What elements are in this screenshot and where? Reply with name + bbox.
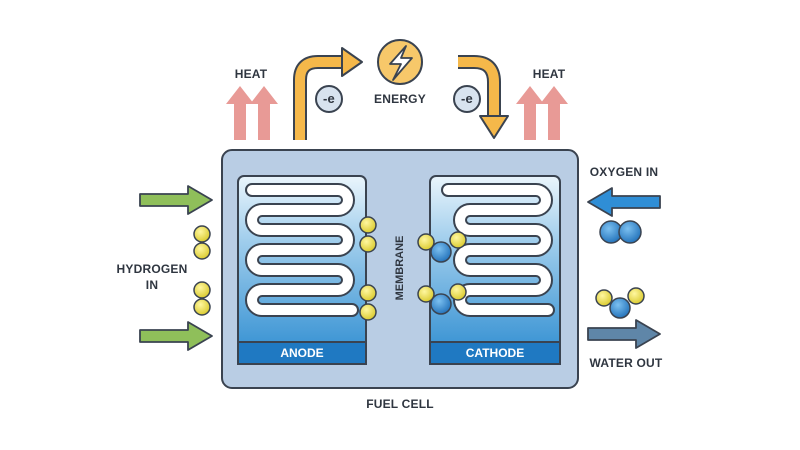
hydrogen-in-arrow-top xyxy=(139,185,213,215)
water-molecule-icon xyxy=(595,287,645,319)
oxygen-in-arrow xyxy=(587,187,661,217)
cathode-molecules xyxy=(417,231,467,315)
electron-right-label: -e xyxy=(461,91,473,106)
hydrogen-in-label-line1: HYDROGEN xyxy=(116,262,188,276)
cathode-label: CATHODE xyxy=(465,346,525,360)
heat-arrow-icon xyxy=(226,86,278,140)
membrane-label: MEMBRANE xyxy=(394,235,406,301)
heat-right-label: HEAT xyxy=(532,67,566,81)
electron-left-label: -e xyxy=(323,91,335,106)
energy-arrowhead-left xyxy=(341,47,363,77)
anode-hydrogen-atoms xyxy=(359,216,377,321)
fuel-cell-label: FUEL CELL xyxy=(366,397,434,411)
water-out-arrow xyxy=(587,319,661,349)
water-out-label: WATER OUT xyxy=(589,356,663,370)
heat-left-label: HEAT xyxy=(234,67,268,81)
oxygen-in-label: OXYGEN IN xyxy=(589,165,659,179)
hydrogen-in-label-line2: IN xyxy=(145,278,159,292)
oxygen-molecule-icon xyxy=(599,220,642,244)
hydrogen-in-arrow-bottom xyxy=(139,321,213,351)
lightning-bolt-icon xyxy=(377,39,423,85)
electron-icon xyxy=(315,85,343,113)
anode-label: ANODE xyxy=(280,346,324,360)
electron-icon xyxy=(453,85,481,113)
cathode-electrode xyxy=(429,175,561,365)
hydrogen-molecule-icon xyxy=(193,225,211,316)
anode-electrode xyxy=(237,175,367,365)
energy-label: ENERGY xyxy=(374,92,426,106)
heat-arrow-icon xyxy=(516,86,568,140)
energy-arrowhead-right xyxy=(479,115,509,139)
